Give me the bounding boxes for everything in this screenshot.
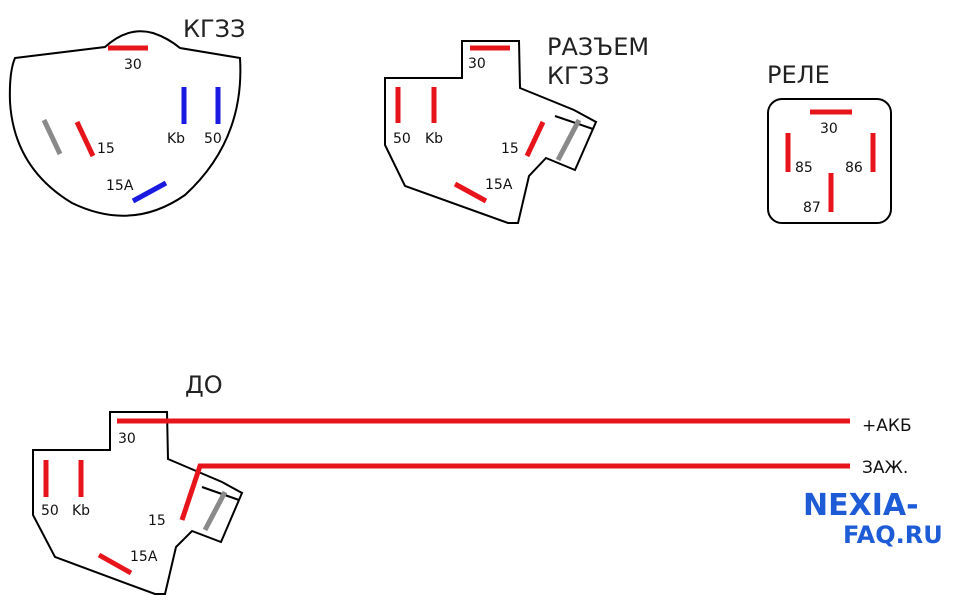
pin-50-label: 50 xyxy=(393,131,411,147)
ignition-wire xyxy=(179,463,850,521)
pin-30-label: 30 xyxy=(118,431,136,447)
relay: РЕЛЕ 30 85 86 87 xyxy=(767,61,892,224)
pin-kb-label: Kb xyxy=(72,503,90,519)
before-connector-outline xyxy=(32,411,244,595)
battery-label: +АКБ xyxy=(862,416,912,436)
connector-latch-edge xyxy=(201,486,240,501)
pin-87-label: 87 xyxy=(803,200,821,216)
pin-15a-label: 15A xyxy=(130,549,158,565)
pin-30-label: 30 xyxy=(468,56,486,72)
watermark-line2: FAQ.RU xyxy=(843,521,943,549)
ignition-switch-title: КГЗЗ xyxy=(183,15,245,43)
connector-title-line1: РАЗЪЕМ xyxy=(547,33,649,61)
pin-50-label: 50 xyxy=(41,503,59,519)
pin-kb-label: Kb xyxy=(425,131,443,147)
pin-86-label: 86 xyxy=(845,160,863,176)
relay-outline xyxy=(767,98,892,224)
pin-15-terminal xyxy=(74,120,96,158)
gray-terminal xyxy=(555,118,582,162)
connector-outline xyxy=(384,40,598,224)
pin-15-label: 15 xyxy=(148,513,166,529)
gray-terminal xyxy=(202,490,228,532)
ignition-label: ЗАЖ. xyxy=(862,458,908,478)
before-title: ДО xyxy=(185,371,223,399)
pin-50-label: 50 xyxy=(204,131,222,147)
pin-30-label: 30 xyxy=(820,121,838,137)
pin-15a-terminal xyxy=(131,180,168,204)
switch-connector: РАЗЪЕМ КГЗЗ 30 50 Kb 15 15A xyxy=(384,33,649,224)
relay-title: РЕЛЕ xyxy=(767,61,830,89)
pin-15a-label: 15A xyxy=(106,178,134,194)
pin-15-terminal xyxy=(524,120,546,158)
pin-30-label: 30 xyxy=(124,57,142,73)
connector-latch-edge xyxy=(554,115,594,130)
ignition-switch-outline xyxy=(8,30,242,217)
pin-15-label: 15 xyxy=(501,141,519,157)
watermark-line1: NEXIA- xyxy=(803,488,919,523)
pin-15a-label: 15A xyxy=(485,177,513,193)
pin-15-label: 15 xyxy=(97,141,115,157)
pin-85-label: 85 xyxy=(795,160,813,176)
pin-15a-terminal xyxy=(97,552,133,576)
gray-terminal xyxy=(41,118,63,156)
ignition-switch: КГЗЗ 30 15 Kb 50 15A xyxy=(8,15,245,217)
pin-15a-terminal xyxy=(453,181,488,204)
connector-title-line2: КГЗЗ xyxy=(547,62,609,90)
pin-kb-label: Kb xyxy=(167,131,185,147)
before-connector: ДО 30 50 Kb 15 15A +АКБ ЗАЖ. xyxy=(32,371,912,595)
watermark-logo: NEXIA- FAQ.RU xyxy=(803,488,943,549)
